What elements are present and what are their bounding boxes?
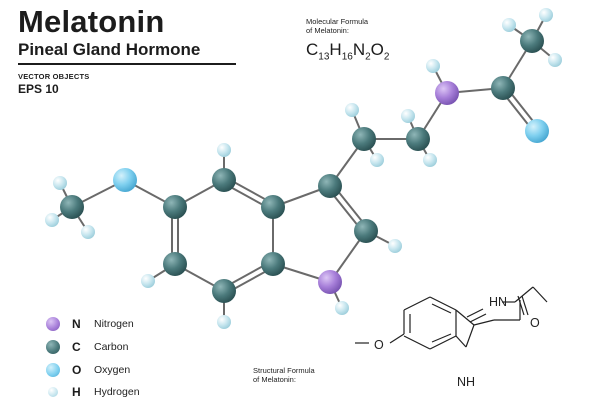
hydrogen-swatch-icon: [48, 387, 58, 397]
hydrogen-atom: [345, 103, 359, 117]
skeletal-bond: [521, 295, 529, 316]
hydrogen-atom: [548, 53, 562, 67]
page-title: Melatonin: [18, 4, 165, 39]
skeletal-bond: [469, 313, 487, 323]
hydrogen-atom: [539, 8, 553, 22]
oxygen-swatch-icon: [46, 363, 60, 377]
carbon-atom: [163, 195, 187, 219]
carbon-swatch-icon: [46, 340, 60, 354]
skeletal-bond: [431, 333, 452, 343]
skeletal-label-indole-nh: NH: [457, 375, 475, 389]
skeletal-bond: [455, 309, 475, 326]
eps-label: EPS 10: [18, 82, 59, 96]
structural-formula-caption-line1: Structural Formula: [253, 366, 315, 375]
carbon-atom: [406, 127, 430, 151]
oxygen-atom: [525, 119, 549, 143]
vector-objects-label: VECTOR OBJECTS: [18, 72, 90, 81]
skeletal-bond: [455, 335, 467, 348]
formula-count-h: 16: [341, 51, 353, 63]
formula-count-o: 2: [383, 51, 390, 63]
legend-symbol: O: [72, 363, 82, 377]
skeletal-bond: [429, 335, 457, 350]
skeletal-bond: [514, 286, 534, 303]
carbon-atom: [261, 195, 285, 219]
formula-element-h: H: [329, 40, 342, 59]
hydrogen-atom: [81, 225, 95, 239]
skeletal-bond: [473, 319, 495, 326]
legend-name: Nitrogen: [94, 318, 134, 330]
hydrogen-atom: [502, 18, 516, 32]
carbon-atom: [163, 252, 187, 276]
oxygen-atom: [113, 168, 137, 192]
formula-element-o: O: [370, 40, 384, 59]
hydrogen-atom: [141, 274, 155, 288]
skeletal-label-methoxy: O: [374, 338, 384, 352]
legend-name: Carbon: [94, 341, 129, 353]
carbon-atom: [212, 279, 236, 303]
carbon-atom: [318, 174, 342, 198]
skeletal-bond-group: [355, 286, 548, 350]
skeletal-bond: [403, 335, 431, 350]
atom-group: [45, 8, 562, 329]
skeletal-bond: [389, 333, 405, 344]
hydrogen-atom: [335, 301, 349, 315]
hydrogen-atom: [423, 153, 437, 167]
legend-symbol: H: [72, 385, 81, 399]
carbon-atom: [261, 252, 285, 276]
carbon-atom: [352, 127, 376, 151]
skeletal-label-amide: HN: [489, 295, 507, 309]
carbon-atom: [60, 195, 84, 219]
page-subtitle: Pineal Gland Hormone: [18, 40, 201, 59]
carbon-atom: [212, 168, 236, 192]
skeletal-label-carbonyl: O: [530, 316, 540, 330]
hydrogen-atom: [370, 153, 384, 167]
skeletal-bond: [429, 296, 457, 311]
hydrogen-atom: [388, 239, 402, 253]
carbon-atom: [354, 219, 378, 243]
legend-item-oxygen: O Oxygen: [46, 361, 130, 379]
skeletal-bond: [517, 295, 525, 316]
structural-formula-caption: Structural Formula of Melatonin:: [253, 366, 353, 384]
legend-item-nitrogen: N Nitrogen: [46, 315, 134, 333]
hydrogen-atom: [401, 109, 415, 123]
formula-count-n: 2: [365, 51, 371, 63]
molecular-formula-caption: Molecular Formula of Melatonin:: [306, 17, 416, 35]
formula-element-c: C: [306, 40, 319, 59]
skeletal-bond: [403, 296, 431, 311]
legend-symbol: C: [72, 340, 81, 354]
formula-count-c: 13: [318, 51, 330, 63]
hydrogen-atom: [217, 315, 231, 329]
legend-item-hydrogen: H Hydrogen: [46, 383, 140, 400]
legend-name: Hydrogen: [94, 386, 140, 398]
legend-symbol: N: [72, 317, 81, 331]
legend-item-carbon: C Carbon: [46, 338, 128, 356]
nitrogen-atom: [318, 270, 342, 294]
legend-name: Oxygen: [94, 364, 131, 376]
molecular-formula-caption-line1: Molecular Formula: [306, 17, 369, 26]
carbon-atom: [491, 76, 515, 100]
molecular-formula: C13H16N2O2: [306, 40, 389, 62]
skeletal-bond: [466, 308, 484, 318]
hydrogen-atom: [53, 176, 67, 190]
nitrogen-swatch-icon: [46, 317, 60, 331]
hydrogen-atom: [45, 213, 59, 227]
hydrogen-atom: [217, 143, 231, 157]
nitrogen-atom: [435, 81, 459, 105]
structural-formula-caption-line2: of Melatonin:: [253, 375, 296, 384]
skeletal-bond: [431, 303, 452, 314]
hydrogen-atom: [426, 59, 440, 73]
skeletal-bond: [465, 324, 475, 348]
carbon-atom: [520, 29, 544, 53]
skeletal-bond: [532, 286, 548, 303]
formula-element-n: N: [352, 40, 366, 59]
title-divider: [18, 63, 236, 65]
molecular-formula-caption-line2: of Melatonin:: [306, 26, 349, 35]
